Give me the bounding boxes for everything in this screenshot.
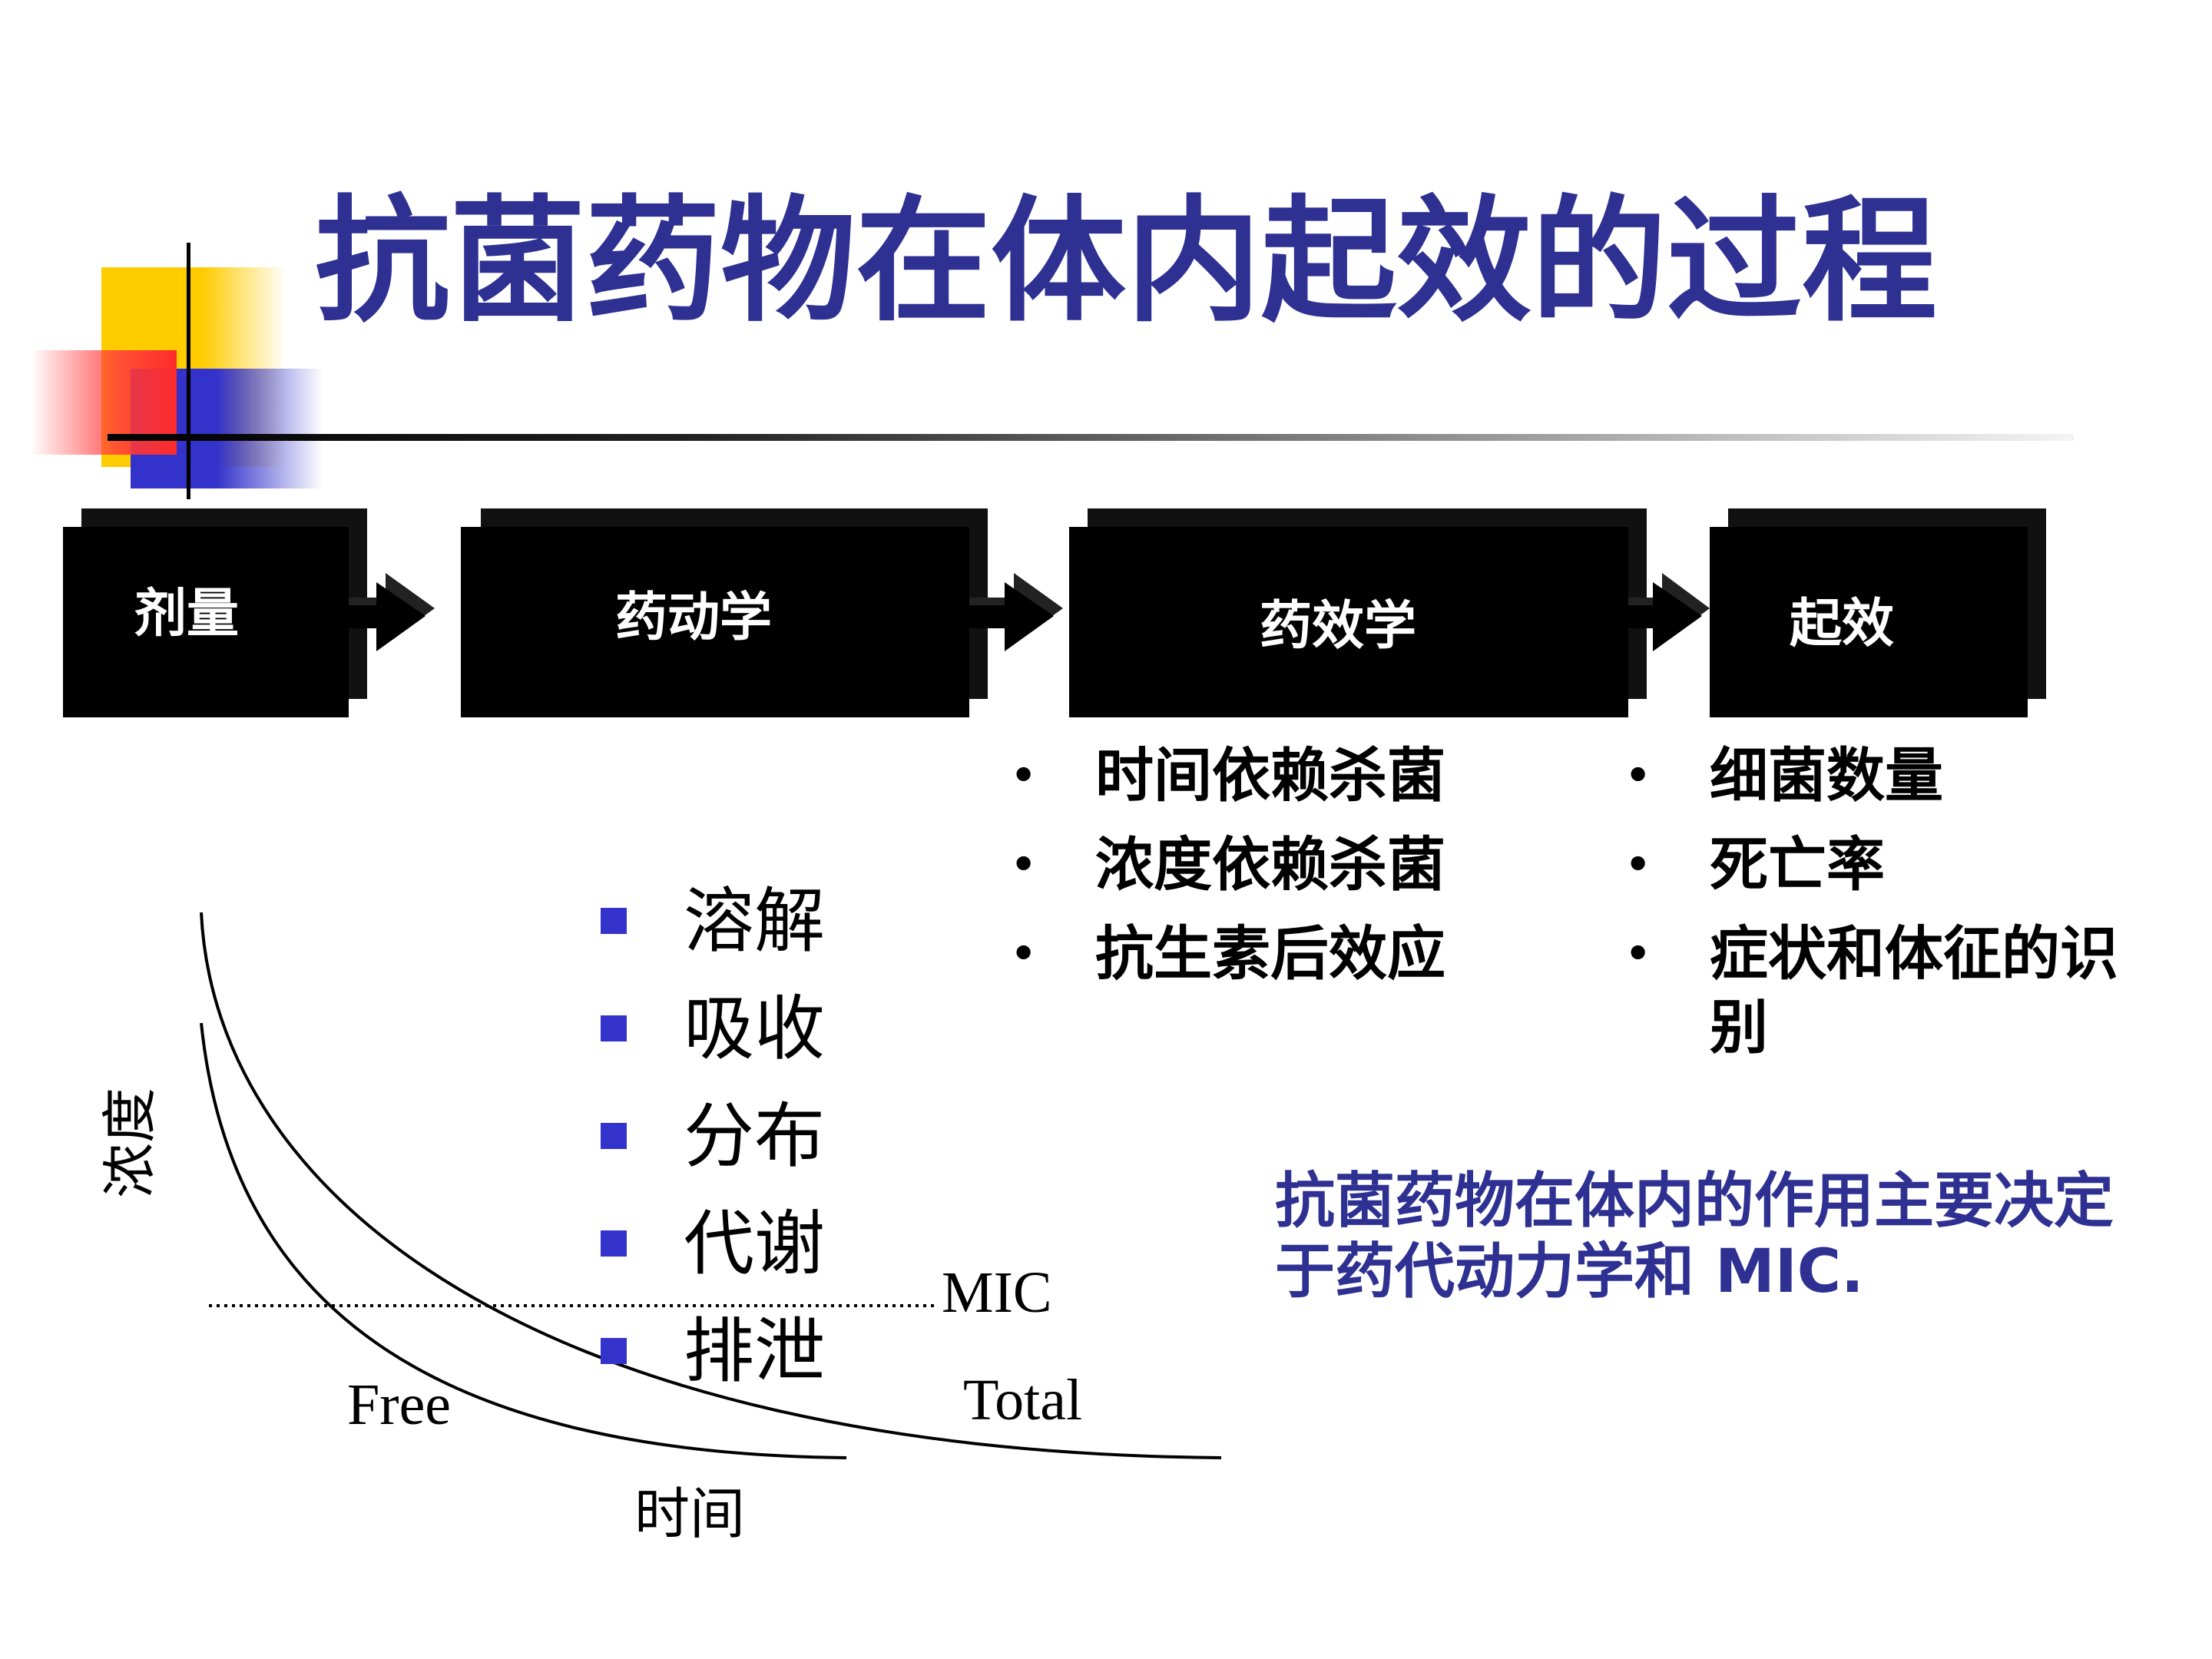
square-bullet-icon [601,1338,627,1364]
list-item: 排泄 [601,1298,825,1406]
list-item: 溶解 [601,868,825,975]
bullet-dot-icon: • [1625,931,1651,977]
summary-note-line: 抗菌药物在体内的作用主要决定 [1275,1167,2114,1236]
list-item: 代谢 [601,1190,825,1298]
bullet-dot-icon: • [1011,753,1037,799]
bullet-dot-icon: • [1625,842,1651,888]
title-underline [108,434,2074,441]
arrow-right-icon [1628,567,1713,659]
bullet-dot-icon: • [1011,842,1037,888]
list-item: •抗生素后效应 [1011,909,1445,998]
square-bullet-icon [601,908,627,934]
box-dose-label: 剂量 [134,583,239,644]
effect-list: •细菌数量 •死亡率 •症状和体征的识 别 [1625,731,2118,1065]
box-pharmacokinetics: 药动学 [461,527,969,717]
pk-list: 溶解 吸收 分布 代谢 排泄 [601,868,825,1406]
total-curve-label: Total [963,1368,1083,1432]
list-item: 分布 [601,1083,825,1190]
list-item: 吸收 [601,975,825,1083]
list-item: •浓度依赖杀菌 [1011,820,1445,909]
box-pk-label: 药动学 [614,587,772,648]
slide-title: 抗菌药物在体内起效的过程 [315,181,1938,340]
total-concentration-curve [200,912,1222,1459]
list-item: •时间依赖杀菌 [1011,731,1445,820]
free-curve-label: Free [347,1373,452,1437]
mic-label: MIC [942,1260,1052,1325]
pd-list: •时间依赖杀菌 •浓度依赖杀菌 •抗生素后效应 [1011,731,1445,998]
bullet-dot-icon: • [1625,753,1651,799]
graph-y-axis-label: 浓度 [98,1087,162,1198]
free-concentration-curve [200,1022,847,1459]
box-pd-label: 药效学 [1259,595,1416,657]
list-item-continuation: 别 [1710,993,1768,1061]
list-item: •死亡率 [1625,820,2118,909]
arrow-right-icon [969,567,1069,659]
square-bullet-icon [601,1123,627,1149]
list-item: •细菌数量 [1625,731,2118,820]
box-effect: 起效 [1710,527,2028,717]
decor-vertical-line [187,243,190,499]
box-effect-label: 起效 [1789,593,1894,654]
graph-x-axis-label: 时间 [634,1482,746,1546]
box-pharmacodynamics: 药效学 [1069,527,1628,717]
box-dose: 剂量 [63,527,349,717]
summary-note: 抗菌药物在体内的作用主要决定 于药代动力学和 MIC. [1275,1166,2166,1307]
square-bullet-icon [601,1015,627,1041]
arrow-right-icon [349,567,441,659]
summary-note-line: 于药代动力学和 MIC. [1275,1237,1864,1306]
bullet-dot-icon: • [1011,931,1037,977]
square-bullet-icon [601,1230,627,1257]
list-item: •症状和体征的识 [1625,917,2118,991]
